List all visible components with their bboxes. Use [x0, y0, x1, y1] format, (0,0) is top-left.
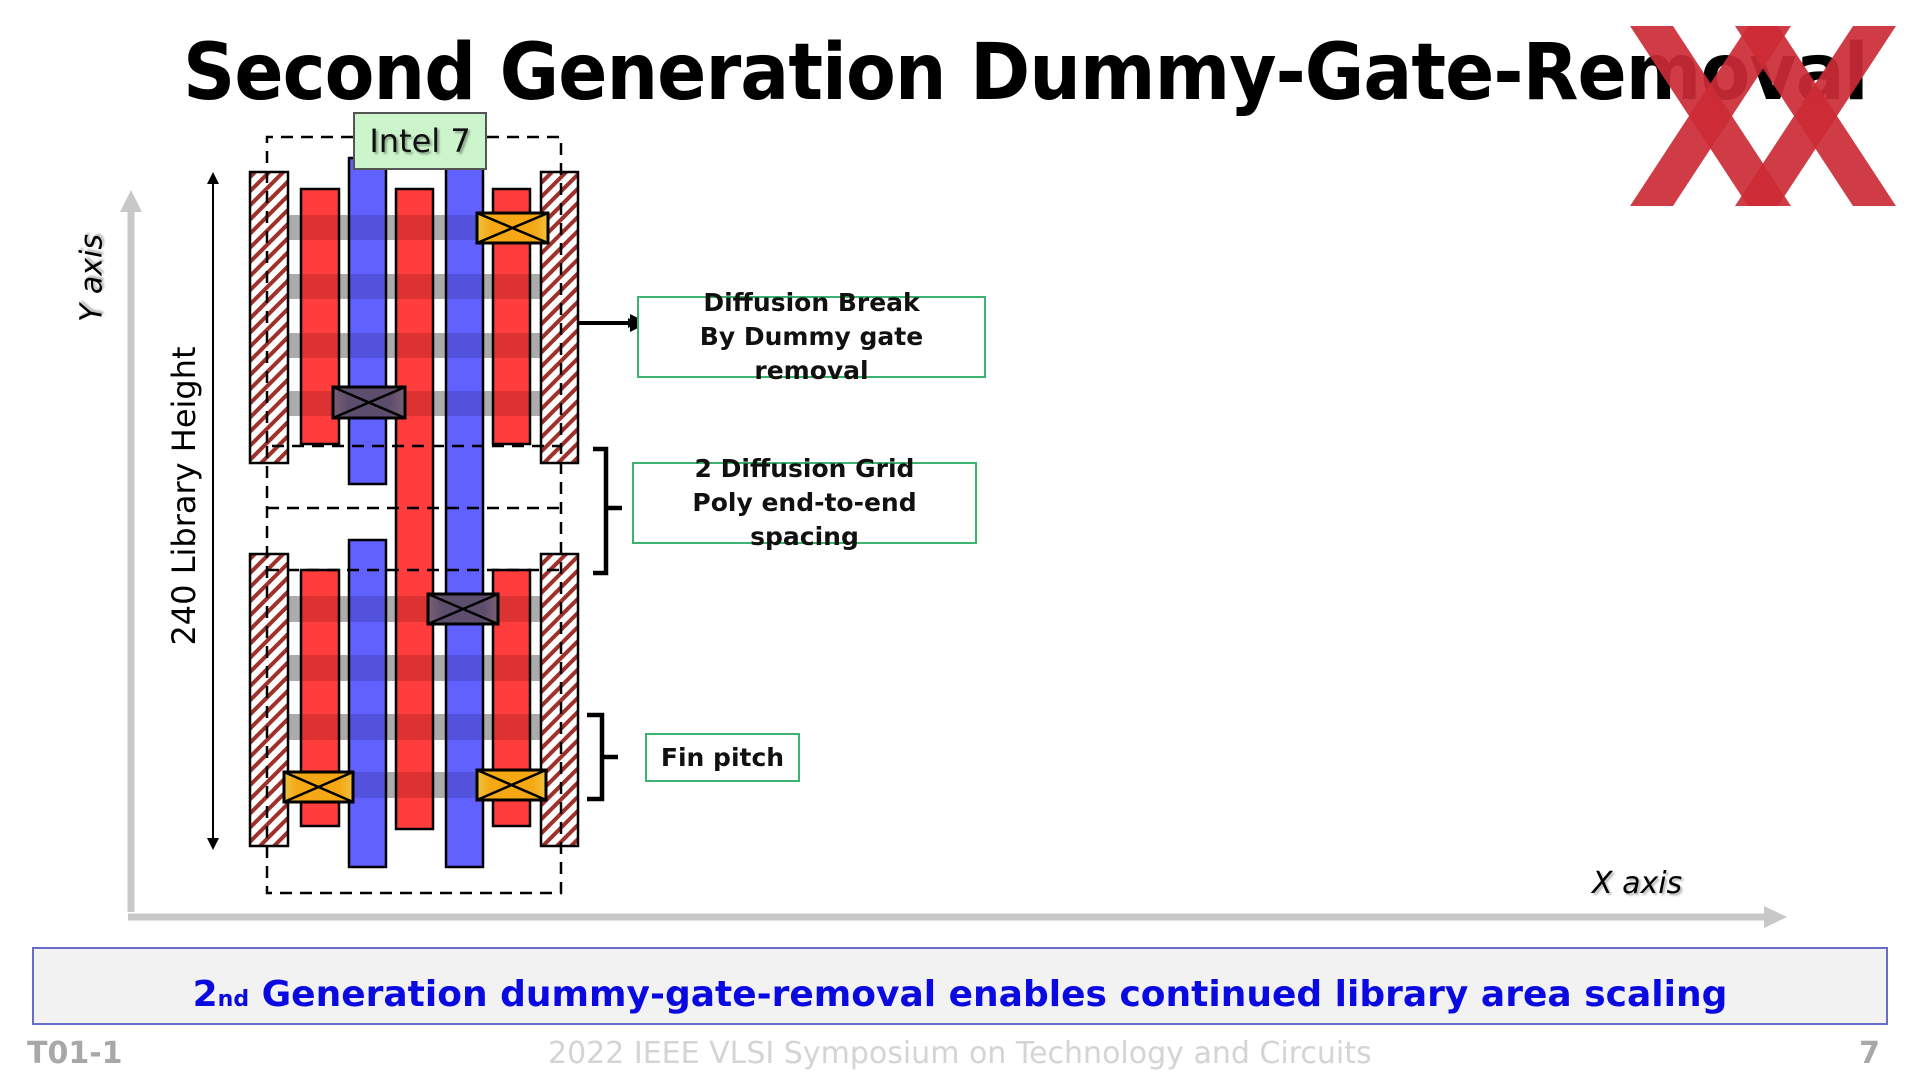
- callout-line: Diffusion Break: [703, 288, 920, 317]
- contacts: [282, 211, 550, 804]
- y-axis-label: Y axis: [74, 234, 110, 322]
- callout-line: Fin pitch: [660, 742, 785, 772]
- slide-title: Second Generation Dummy-Gate-Removal: [183, 28, 1869, 118]
- diffusion-breaks: [248, 170, 580, 848]
- banner-superscript: nd: [217, 987, 250, 1012]
- x-axis: [128, 906, 1787, 928]
- banner-text: Generation dummy-gate-removal enables co…: [249, 974, 1728, 1015]
- contact-dark-lower: [426, 592, 500, 626]
- blue-gate: [347, 156, 388, 486]
- diffusion-grid-brace: [593, 446, 622, 576]
- callout-diffusion-break: Diffusion Break By Dummy gate removal: [637, 288, 986, 385]
- banner-number: 2: [192, 974, 218, 1015]
- diffusion-break: [248, 552, 290, 848]
- contact-orange-bottom-right: [475, 768, 548, 802]
- cell-boundaries: [265, 135, 563, 895]
- process-node-label: Intel 7: [353, 112, 487, 170]
- blue-gate-long: [444, 156, 485, 869]
- fin-pitch-brace: [587, 712, 618, 802]
- conference-name: 2022 IEEE VLSI Symposium on Technology a…: [548, 1036, 1372, 1071]
- callout-line: Poly end-to-end spacing: [692, 488, 917, 551]
- callout-fin-pitch: Fin pitch: [645, 733, 800, 782]
- gates: [299, 156, 532, 869]
- library-height-label: 240 Library Height: [165, 346, 203, 646]
- diffusion-break: [539, 552, 580, 848]
- callout-diffusion-grid: 2 Diffusion Grid Poly end-to-end spacing: [632, 454, 977, 551]
- blue-gate: [347, 538, 388, 869]
- contact-dark-upper: [331, 385, 407, 420]
- red-xx-logo-icon: [1630, 26, 1896, 206]
- y-axis-arrowhead-icon: [120, 190, 142, 212]
- contact-orange-top-right: [475, 211, 550, 245]
- page-number: 7: [1859, 1036, 1880, 1071]
- library-height-arrow: [207, 172, 219, 850]
- callout-line: 2 Diffusion Grid: [694, 454, 915, 483]
- callout-line: By Dummy gate removal: [699, 322, 924, 385]
- x-axis-arrowhead-icon: [1764, 906, 1787, 928]
- session-id: T01-1: [27, 1036, 123, 1071]
- y-axis: [120, 190, 142, 912]
- diffusion-break: [248, 170, 290, 465]
- contact-orange-bottom-left: [282, 770, 355, 804]
- x-axis-label: X axis: [1592, 866, 1683, 901]
